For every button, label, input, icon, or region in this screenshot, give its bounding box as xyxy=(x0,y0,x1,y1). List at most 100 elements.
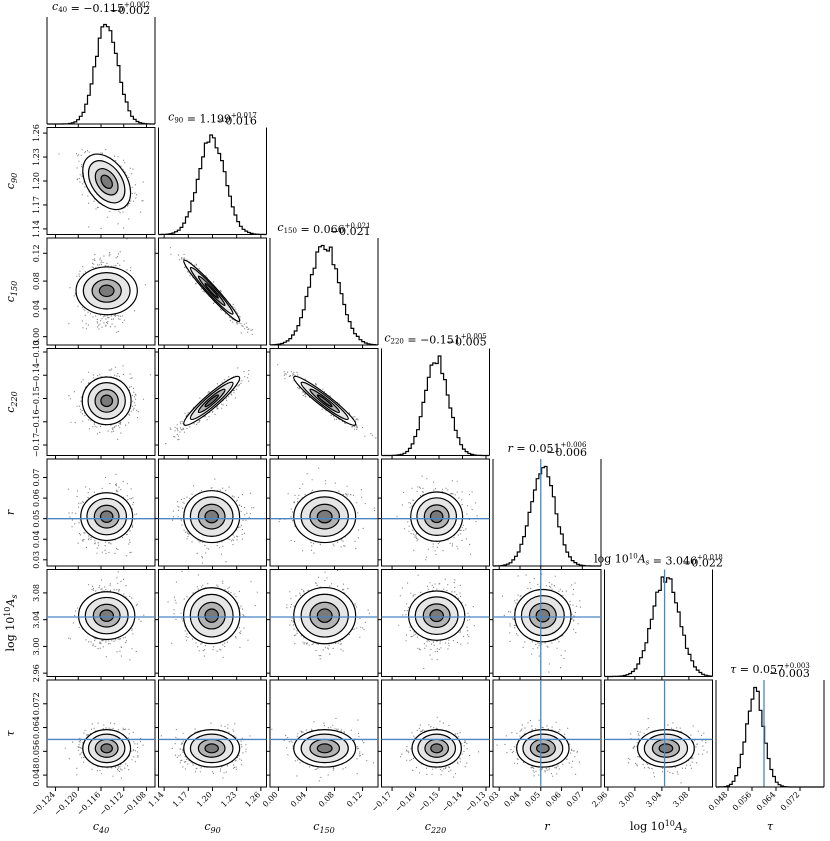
scatter-panel-c150-c220 xyxy=(266,348,379,460)
x-tick-label-tau: 0.064 xyxy=(755,790,778,813)
param-title-minus: −0.016 xyxy=(216,115,257,128)
scatter-panel-c90-c150 xyxy=(154,237,267,349)
x-tick-label-c90: 1.26 xyxy=(243,790,262,809)
y-tick-label-r: 0.04 xyxy=(32,530,41,548)
hist-panel-c40 xyxy=(46,17,156,128)
y-tick-label-logAs: 3.04 xyxy=(32,611,41,629)
scatter-dots xyxy=(68,365,151,440)
x-tick-label-c40: −0.108 xyxy=(121,790,148,817)
y-tick-label-c220: −0.17 xyxy=(32,433,41,458)
scatter-panel-c220-logAs xyxy=(377,569,490,681)
y-axis-label-tau: τ xyxy=(4,730,17,737)
scatter-points xyxy=(47,473,155,557)
x-tick-label-c150: 0.08 xyxy=(317,790,336,809)
param-title-tau: τ = 0.057+0.003−0.003 xyxy=(730,662,810,680)
y-tick-label-logAs: 3.08 xyxy=(32,584,41,602)
y-tick-label-c220: −0.16 xyxy=(32,410,41,435)
x-tick-label-c220: −0.17 xyxy=(370,790,394,814)
hist-panel-logAs xyxy=(604,569,714,681)
y-tick-label-c220: −0.15 xyxy=(32,386,41,411)
param-title-minus: −0.022 xyxy=(682,557,723,570)
y-axis-label-c220: c220 xyxy=(4,391,19,412)
param-title-c220: c220 = −0.151+0.005−0.005 xyxy=(384,332,486,349)
y-tick-label-c150: 0.00 xyxy=(32,328,41,346)
x-tick-label-r: 0.05 xyxy=(523,790,542,809)
x-tick-label-c40: −0.112 xyxy=(98,790,125,817)
x-tick-label-c40: −0.120 xyxy=(52,790,79,817)
y-tick-label-c220: −0.13 xyxy=(32,340,41,365)
scatter-points xyxy=(158,570,267,658)
contour-level-4 xyxy=(100,174,113,189)
x-tick-label-c90: 1.14 xyxy=(147,790,166,809)
param-title-c150: c150 = 0.066+0.021−0.021 xyxy=(277,221,370,238)
scatter-points xyxy=(270,717,378,782)
x-tick-label-logAs: 3.00 xyxy=(617,790,636,809)
x-tick-label-r: 0.06 xyxy=(544,790,563,809)
param-title-r: r = 0.051+0.006−0.006 xyxy=(508,441,587,459)
scatter-points xyxy=(381,475,490,561)
x-tick-label-c150: 0.12 xyxy=(345,790,364,809)
y-tick-label-r: 0.06 xyxy=(32,489,41,507)
scatter-points xyxy=(58,149,144,229)
contour-level-4 xyxy=(429,609,444,623)
y-tick-label-tau: 0.072 xyxy=(32,692,41,715)
x-axis-label-c150: c150 xyxy=(313,820,334,835)
contour-level-4 xyxy=(98,284,115,298)
param-title-minus: −0.002 xyxy=(109,4,150,17)
contour-level-4 xyxy=(204,394,219,408)
y-tick-label-c150: 0.12 xyxy=(32,244,41,262)
y-tick-label-r: 0.07 xyxy=(32,469,41,487)
y-tick-label-c90: 1.17 xyxy=(32,196,41,214)
param-title-logAs: log 1010As = 3.046+0.018−0.022 xyxy=(594,553,723,570)
contour-level-4 xyxy=(100,394,114,408)
histogram-c220 xyxy=(381,355,490,457)
hist-panel-r xyxy=(492,459,602,570)
hist-panel-c150 xyxy=(269,238,379,349)
contour-level-4 xyxy=(204,509,219,524)
param-title-text: r = 0.051+0.006 xyxy=(508,441,587,455)
scatter-points xyxy=(381,574,490,669)
x-axis-label-c40: c40 xyxy=(93,820,109,835)
x-tick-label-r: 0.03 xyxy=(482,790,501,809)
contour-level-4 xyxy=(316,743,333,754)
y-tick-label-c90: 1.26 xyxy=(32,124,41,142)
scatter-points xyxy=(47,571,155,661)
y-tick-label-tau: 0.064 xyxy=(32,716,41,739)
scatter-panel-c90-r xyxy=(154,458,267,570)
param-title-text: c150 = 0.066+0.021 xyxy=(277,221,370,236)
scatter-points xyxy=(381,716,490,778)
contour-level-4 xyxy=(430,743,444,754)
y-tick-label-tau: 0.056 xyxy=(32,740,41,763)
param-title-c90: c90 = 1.199+0.017−0.016 xyxy=(168,111,257,128)
x-tick-label-tau: 0.056 xyxy=(731,790,754,813)
y-tick-label-c150: 0.08 xyxy=(32,272,41,290)
histogram-r xyxy=(493,465,601,567)
x-tick-label-c90: 1.17 xyxy=(171,790,190,809)
y-tick-label-c90: 1.20 xyxy=(32,172,41,190)
x-axis-label-c220: c220 xyxy=(425,820,446,835)
scatter-panel-c220-r xyxy=(377,458,490,570)
param-title-minus: −0.006 xyxy=(546,446,587,459)
y-tick-label-logAs: 2.96 xyxy=(32,664,41,682)
contour-level-4 xyxy=(316,394,333,408)
contour-level-4 xyxy=(100,743,113,754)
x-axis-label-tau: τ xyxy=(767,820,774,833)
scatter-points xyxy=(493,680,601,787)
histogram-c150 xyxy=(269,244,379,346)
param-title-text: c220 = −0.151+0.005 xyxy=(384,332,486,347)
histogram-c90 xyxy=(158,134,267,236)
contour-level-4 xyxy=(658,743,674,754)
scatter-panel-c220-tau: −0.17−0.16−0.15−0.14−0.13 xyxy=(370,679,490,814)
contour-level-4 xyxy=(536,743,550,754)
contour-level-4 xyxy=(429,510,444,524)
scatter-panel-c40-tau: −0.124−0.120−0.116−0.112−0.1080.0480.056… xyxy=(30,679,156,817)
x-tick-label-logAs: 2.96 xyxy=(590,790,609,809)
x-tick-label-c150: 0.00 xyxy=(261,790,280,809)
scatter-panel-c40-c150: 0.000.040.080.12 xyxy=(32,237,156,349)
y-tick-label-r: 0.05 xyxy=(32,510,41,528)
y-tick-label-r: 0.03 xyxy=(32,551,41,569)
scatter-points xyxy=(270,467,378,554)
contour-level-4 xyxy=(316,608,333,623)
